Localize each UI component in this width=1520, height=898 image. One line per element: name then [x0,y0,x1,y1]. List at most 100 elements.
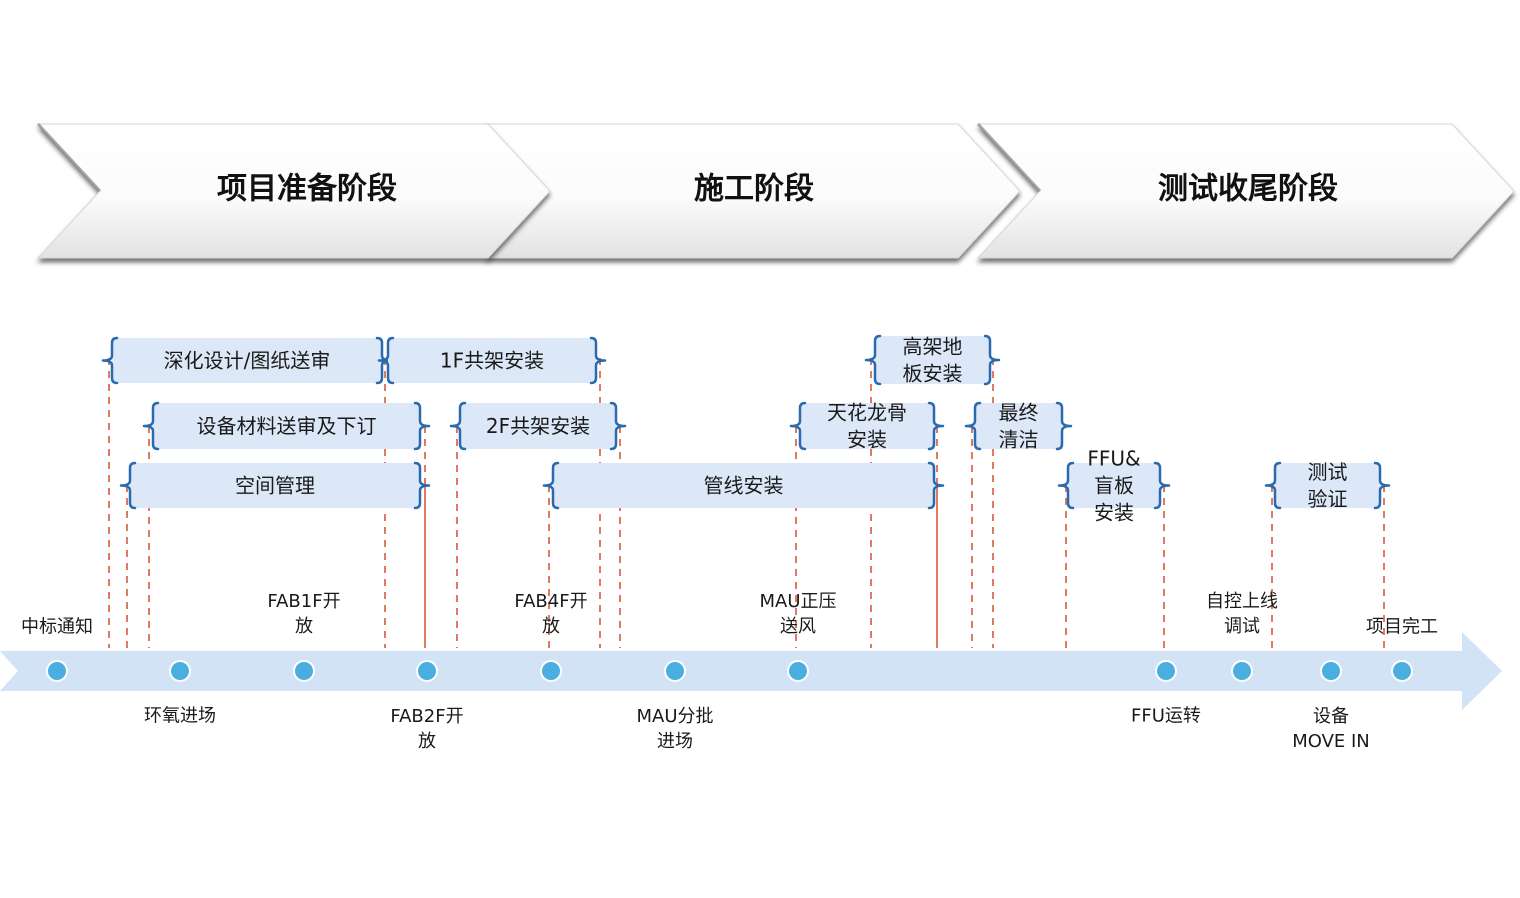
task-bar-fill [800,403,934,449]
task-bar-fill [975,403,1062,449]
milestone-label: 环氧进场 [144,706,216,727]
task-label: 管线安装 [704,474,784,498]
left-brace-icon [449,401,467,451]
phase-label: 测试收尾阶段 [1158,172,1338,207]
timeline-arrow [0,632,1502,710]
milestone-label: FAB1F开 [267,591,340,612]
milestone-dot [169,660,191,682]
task-bar-fill [553,463,934,508]
task-bar-fill [1275,463,1380,508]
milestone-label: FFU运转 [1131,706,1201,727]
right-brace-icon [927,401,945,451]
phase-label: 项目准备阶段 [217,172,397,207]
right-brace-icon [983,334,1001,386]
task-label: 清洁 [999,428,1039,452]
task-bar-fill [460,403,616,449]
timeline-axis [0,632,1502,710]
left-brace-icon [101,336,119,385]
milestone-label: 送风 [780,616,816,637]
right-brace-icon [1373,461,1391,510]
task-label: 2F共架安装 [486,414,590,438]
left-brace-icon [789,401,807,451]
task-bar-fill [388,338,596,383]
milestone-dot [416,660,438,682]
task-label: 设备材料送审及下订 [197,414,377,438]
milestone: 项目完工 [1366,617,1438,682]
task-bar: 深化设计/图纸送审 [101,336,393,385]
right-brace-icon [413,461,431,510]
milestone-label: 进场 [657,731,693,752]
task-bar: 管线安装 [542,461,945,510]
task-label: FFU& [1087,447,1140,471]
milestone: 中标通知 [21,617,93,682]
milestone-dot [293,660,315,682]
phase-notch-shade [976,122,1042,193]
milestone: FFU运转 [1131,660,1201,727]
right-brace-icon [1055,401,1073,451]
task-bar-fill [112,338,382,383]
task-label: 安装 [1094,501,1134,525]
task-label: 1F共架安装 [440,349,544,373]
task-bar-fill [153,403,420,449]
milestone-dot [787,660,809,682]
phase-label: 施工阶段 [694,172,814,207]
milestone-label: 自控上线 [1206,591,1278,612]
task-bar: 2F共架安装 [449,401,627,451]
phase-banner: 测试收尾阶段 [976,122,1515,259]
phase-banner: 项目准备阶段 [36,122,551,259]
task-bar-fill [1068,463,1160,508]
task-bar-fill [875,336,990,384]
task-bar: 设备材料送审及下订 [142,401,431,451]
left-brace-icon [964,401,982,451]
phase-banners: 测试收尾阶段 施工阶段 项目准备阶段 [36,122,1515,259]
right-brace-icon [1153,461,1171,510]
milestone-label: 调试 [1224,616,1260,637]
milestone-label: 放 [418,731,436,752]
task-label: 测试 [1308,460,1348,484]
milestone-label: MAU分批 [636,706,713,727]
milestone-label: FAB2F开 [390,706,463,727]
task-bar: 空间管理 [119,461,431,510]
right-brace-icon [413,401,431,451]
left-brace-icon [1264,461,1282,510]
left-brace-icon [377,336,395,385]
task-label: 空间管理 [235,474,315,498]
task-label: 盲板 [1094,474,1134,498]
left-brace-icon [864,334,882,386]
task-label: 高架地 [903,335,963,359]
task-bar: 1F共架安装 [377,336,607,385]
task-bar-fill [130,463,420,508]
milestone-label: 中标通知 [21,617,93,638]
left-brace-icon [142,401,160,451]
right-brace-icon [609,401,627,451]
right-brace-icon [927,461,945,510]
milestone-dot [46,660,68,682]
right-brace-icon [589,336,607,385]
milestone-dot [540,660,562,682]
milestone-label: 设备 [1313,706,1349,727]
milestone: 环氧进场 [144,660,216,727]
milestones: 中标通知环氧进场FAB1F开放FAB2F开放FAB4F开放MAU分批进场MAU正… [21,591,1438,752]
left-brace-icon [1057,461,1075,510]
left-brace-icon [542,461,560,510]
milestone-dot [1231,660,1253,682]
milestone-label: FAB4F开 [514,591,587,612]
task-label: 安装 [847,428,887,452]
milestone-label: MAU正压 [759,591,836,612]
milestone-dot [1155,660,1177,682]
milestone-label: 放 [542,616,560,637]
